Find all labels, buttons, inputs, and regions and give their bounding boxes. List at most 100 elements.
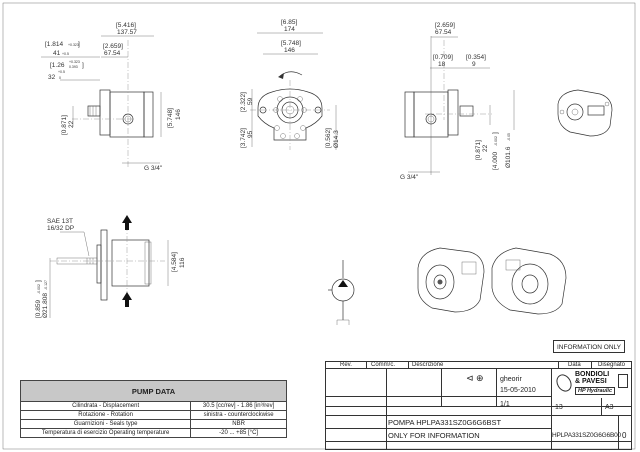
dim-text: ] xyxy=(82,62,84,69)
dim-text: 146 xyxy=(175,109,182,120)
dim-text: 116 xyxy=(179,257,186,268)
date-header: Data xyxy=(568,362,581,368)
dim-text: +0.323 xyxy=(69,60,80,64)
drawing-note: ONLY FOR INFORMATION xyxy=(388,431,480,440)
row-value: NBR xyxy=(190,419,287,429)
dim-text: 0.393 xyxy=(69,65,78,69)
comm-header: Comm/c. xyxy=(371,362,395,368)
dim-text: [2.659] xyxy=(103,43,123,50)
dim-text: [5.748] xyxy=(167,108,174,128)
paper-format: A3 xyxy=(605,404,614,411)
brand-name: HP Hydraulic xyxy=(575,387,615,395)
dim-text: [0.562] xyxy=(325,128,332,148)
row-value: 30.5 [cc/rev] - 1.86 [in³/rev] xyxy=(190,401,287,411)
isometric-view-front xyxy=(417,247,485,313)
company-name: BONDIOLI & PAVESI xyxy=(575,371,610,385)
dim-text: 22 xyxy=(68,120,75,128)
dim-text: [4.584] xyxy=(171,252,178,272)
dim-text: Ø14.3 xyxy=(333,130,340,148)
dim-text: 95 xyxy=(247,130,254,138)
sheet-number: 1/1 xyxy=(500,401,510,408)
dim-text: [0.354] xyxy=(466,54,486,61)
dim-text: 67.54 xyxy=(104,50,121,57)
dim-text: Ø21.808 xyxy=(42,293,49,318)
dim-text: Ø101.6 xyxy=(505,146,512,168)
dim-text: [5.416] xyxy=(116,22,136,29)
dim-text: ] xyxy=(492,132,499,134)
dim-text: 32 xyxy=(48,74,56,81)
row-label: Guarnizioni - Seals type xyxy=(19,419,192,429)
dim-text: -0.127 xyxy=(44,280,48,290)
arrow-up-icon xyxy=(122,215,132,230)
dim-text: 59 xyxy=(247,97,254,105)
hydraulic-pump-symbol xyxy=(328,260,355,325)
dim-text: 9 xyxy=(472,61,476,68)
rev-header: Rev. xyxy=(340,362,352,368)
row-label: Temperatura di esercizio Operating tempe… xyxy=(19,428,192,438)
dim-text: [5.748] xyxy=(281,40,301,47)
drawing-date: 15-05-2010 xyxy=(500,387,536,394)
dim-text: 41 xyxy=(53,50,61,57)
dim-text: 174 xyxy=(284,26,295,33)
dim-text: +0.5 xyxy=(62,52,69,56)
dim-text: 137.57 xyxy=(117,29,137,36)
drawn-header: Disegnato xyxy=(598,362,626,368)
dim-text: ] xyxy=(78,41,80,48)
revision-number: 0 xyxy=(622,431,627,440)
dim-text: [2.322] xyxy=(240,92,247,112)
part-description: POMPA HPLPA331SZ0G6G6BST xyxy=(388,418,502,427)
dim-text: ] xyxy=(35,280,42,282)
row-value: -20 ... +85 [°C] xyxy=(190,428,287,438)
dim-text: [2.659] xyxy=(435,22,455,29)
dim-text: -0.05 xyxy=(507,133,511,141)
pump-data-title: PUMP DATA xyxy=(20,380,287,402)
information-only-label: INFORMATION ONLY xyxy=(553,340,625,353)
dim-text: 0 xyxy=(59,76,61,80)
isometric-view-rear xyxy=(491,247,567,315)
dim-text: +0.323 xyxy=(68,43,79,47)
dim-text: [0.709] xyxy=(433,54,453,61)
dim-text: [0.871] xyxy=(475,140,482,160)
dim-text: 18 xyxy=(438,61,446,68)
dim-text: -0.002 xyxy=(37,284,41,294)
dim-text: [1.26 xyxy=(50,62,65,69)
side-view-right: [2.659] 67.54 [0.709] 18 [0.354] 9 [0.87… xyxy=(400,22,515,181)
dim-text: SAE 13T xyxy=(47,218,73,225)
part-code: HPLPA331SZ0G6G6B00 xyxy=(552,432,621,439)
dim-text: [4.000 xyxy=(492,152,499,170)
row-label: Cilindrata - Displacement xyxy=(19,401,192,411)
row-label: Rotazione - Rotation xyxy=(19,410,192,420)
dim-text: 22 xyxy=(482,144,489,152)
dim-text: [6.85] xyxy=(281,19,297,26)
drawn-by: gheorir xyxy=(500,376,522,383)
company-logo: BONDIOLI & PAVESI HP Hydraulic xyxy=(553,371,629,397)
dim-text: +0.5 xyxy=(58,70,65,74)
dim-text: G 3/4" xyxy=(400,174,419,181)
dim-text: [1.814 xyxy=(45,41,63,48)
dim-text: [0.859 xyxy=(35,300,42,318)
dim-text: -0.002 xyxy=(494,136,498,146)
dim-text: [3.742] xyxy=(240,128,247,148)
row-value: sinistra - counterclockwise xyxy=(190,410,287,420)
scale: 13 xyxy=(555,404,563,411)
projection-symbol-icon: ⊲ ⊕ xyxy=(466,373,484,383)
isometric-view-small xyxy=(557,89,613,137)
bottom-view: SAE 13T 16/32 DP [0.859 -0.002 ] Ø21.808… xyxy=(35,215,186,318)
dim-text: 67.54 xyxy=(435,29,452,36)
dim-text: G 3/4" xyxy=(144,165,163,172)
title-block: Rev. Comm/c. Descrizione Data Disegnato … xyxy=(325,361,632,450)
side-view-left: [5.416] 137.57 [1.814 +0.323 ] 41 +0.5 [… xyxy=(41,22,182,172)
logo-box-icon xyxy=(618,374,628,388)
arrow-up-icon xyxy=(122,292,132,307)
logo-mark-icon xyxy=(553,371,575,395)
dim-text: 146 xyxy=(284,47,295,54)
dim-text: [0.871] xyxy=(61,115,68,135)
dim-text: 16/32 DP xyxy=(47,225,74,232)
table-row: Temperatura di esercizio Operating tempe… xyxy=(19,428,287,438)
